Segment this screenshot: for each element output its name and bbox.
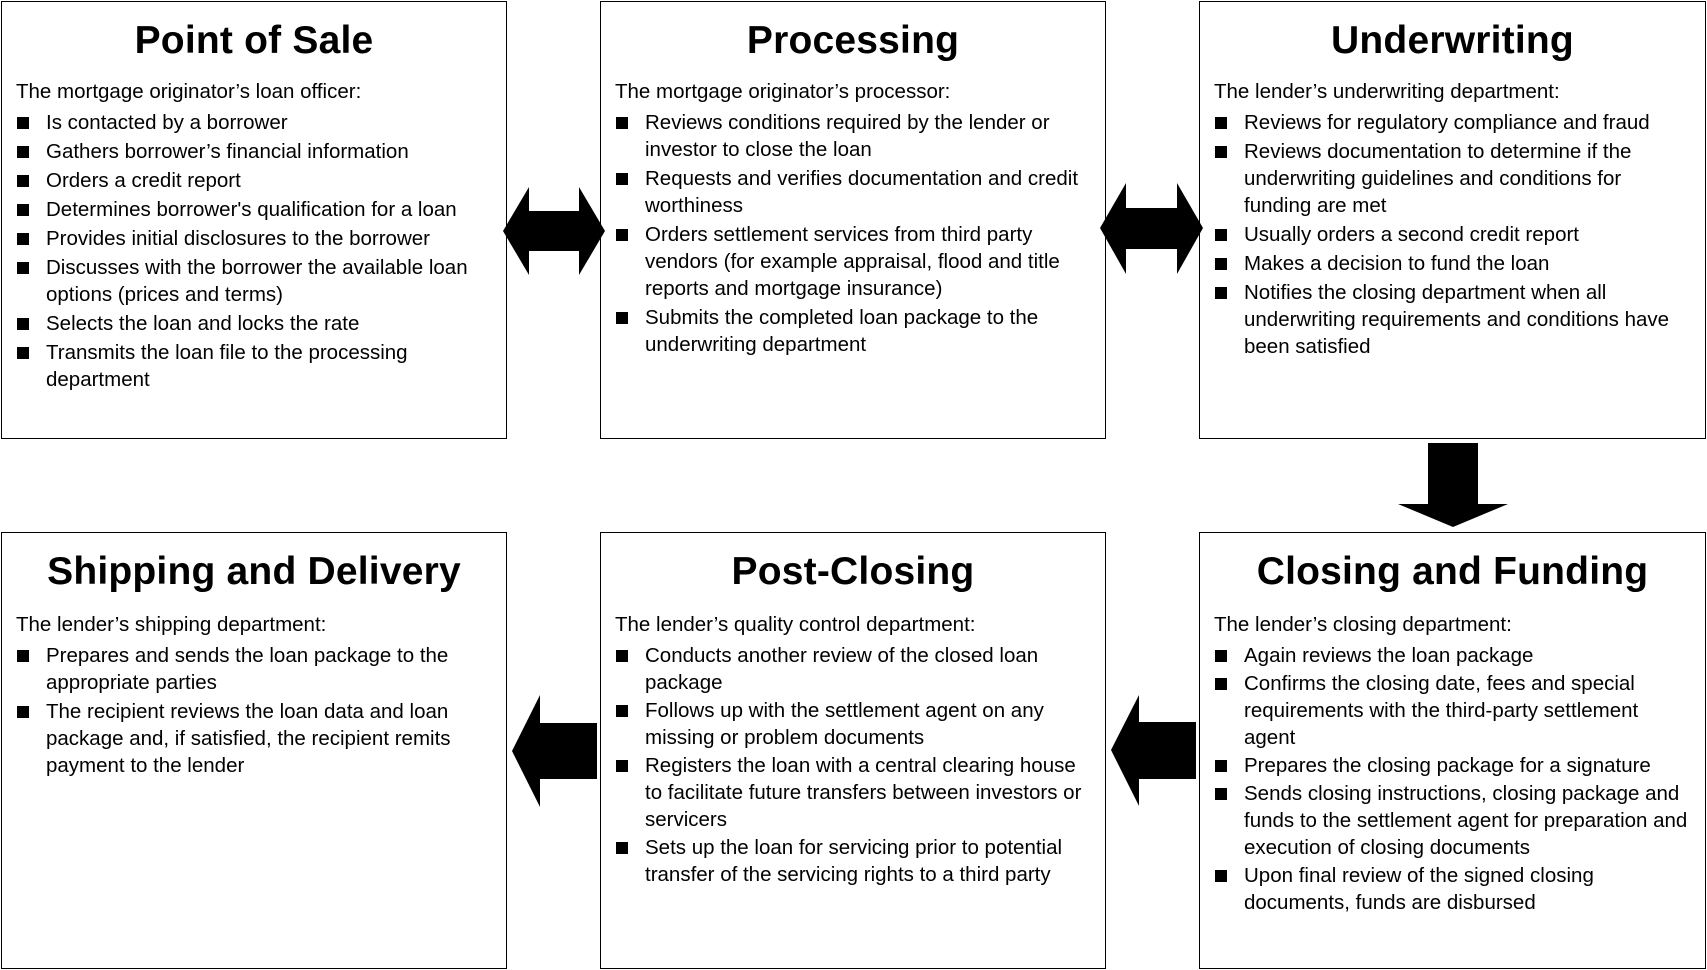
- list-item: Reviews for regulatory compliance and fr…: [1214, 109, 1691, 136]
- stage-intro: The mortgage originator’s processor:: [615, 80, 951, 103]
- list-item: Prepares and sends the loan package to t…: [16, 642, 492, 696]
- list-item: Reviews documentation to determine if th…: [1214, 138, 1691, 219]
- double-arrow-icon: [503, 187, 605, 275]
- list-item: The recipient reviews the loan data and …: [16, 698, 492, 779]
- list-item: Requests and verifies documentation and …: [615, 165, 1091, 219]
- list-item: Determines borrower's qualification for …: [16, 196, 492, 223]
- list-item: Prepares the closing package for a signa…: [1214, 752, 1691, 779]
- stage-title: Point of Sale: [134, 19, 374, 62]
- stage-shipping-and-delivery: Shipping and Delivery The lender’s shipp…: [1, 532, 507, 969]
- stage-task-list: Reviews conditions required by the lende…: [615, 109, 1091, 358]
- list-item: Discusses with the borrower the availabl…: [16, 254, 492, 308]
- list-item: Sets up the loan for servicing prior to …: [615, 834, 1091, 888]
- stage-title: Post-Closing: [731, 550, 975, 593]
- stage-underwriting: Underwriting The lender’s underwriting d…: [1199, 1, 1706, 439]
- list-item: Conducts another review of the closed lo…: [615, 642, 1091, 696]
- down-arrow-icon: [1398, 443, 1508, 527]
- list-item: Makes a decision to fund the loan: [1214, 250, 1691, 277]
- stage-intro: The mortgage originator’s loan officer:: [16, 80, 362, 103]
- list-item: Submits the completed loan package to th…: [615, 304, 1091, 358]
- stage-task-list: Conducts another review of the closed lo…: [615, 642, 1091, 888]
- list-item: Again reviews the loan package: [1214, 642, 1691, 669]
- stage-task-list: Reviews for regulatory compliance and fr…: [1214, 109, 1691, 360]
- list-item: Notifies the closing department when all…: [1214, 279, 1691, 360]
- stage-post-closing: Post-Closing The lender’s quality contro…: [600, 532, 1106, 969]
- list-item: Registers the loan with a central cleari…: [615, 752, 1091, 833]
- list-item: Orders settlement services from third pa…: [615, 221, 1091, 302]
- list-item: Gathers borrower’s financial information: [16, 138, 492, 165]
- double-arrow-icon: [1100, 183, 1203, 274]
- stage-intro: The lender’s shipping department:: [16, 613, 327, 636]
- stage-intro: The lender’s closing department:: [1214, 613, 1512, 636]
- stage-title: Underwriting: [1331, 19, 1574, 62]
- stage-title: Shipping and Delivery: [47, 550, 461, 593]
- left-arrow-icon: [1111, 695, 1196, 806]
- stage-title: Processing: [746, 19, 960, 62]
- stage-intro: The lender’s underwriting department:: [1214, 80, 1560, 103]
- list-item: Follows up with the settlement agent on …: [615, 697, 1091, 751]
- stage-closing-and-funding: Closing and Funding The lender’s closing…: [1199, 532, 1706, 969]
- list-item: Is contacted by a borrower: [16, 109, 492, 136]
- stage-task-list: Again reviews the loan package Confirms …: [1214, 642, 1691, 916]
- stage-task-list: Is contacted by a borrower Gathers borro…: [16, 109, 492, 393]
- list-item: Reviews conditions required by the lende…: [615, 109, 1091, 163]
- list-item: Provides initial disclosures to the borr…: [16, 225, 492, 252]
- list-item: Sends closing instructions, closing pack…: [1214, 780, 1691, 861]
- stage-intro: The lender’s quality control department:: [615, 613, 976, 636]
- list-item: Confirms the closing date, fees and spec…: [1214, 670, 1691, 751]
- stage-point-of-sale: Point of Sale The mortgage originator’s …: [1, 1, 507, 439]
- list-item: Upon final review of the signed closing …: [1214, 862, 1691, 916]
- list-item: Usually orders a second credit report: [1214, 221, 1691, 248]
- stage-processing: Processing The mortgage originator’s pro…: [600, 1, 1106, 439]
- list-item: Orders a credit report: [16, 167, 492, 194]
- stage-task-list: Prepares and sends the loan package to t…: [16, 642, 492, 779]
- list-item: Transmits the loan file to the processin…: [16, 339, 492, 393]
- list-item: Selects the loan and locks the rate: [16, 310, 492, 337]
- stage-title: Closing and Funding: [1256, 550, 1649, 593]
- left-arrow-icon: [512, 695, 597, 807]
